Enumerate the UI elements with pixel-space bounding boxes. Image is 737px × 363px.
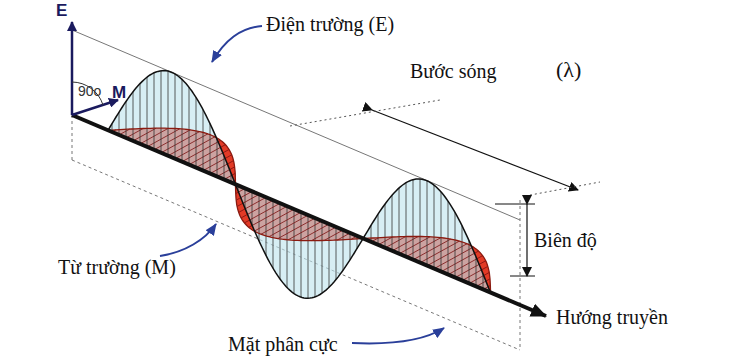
- wavelength-dimension: [372, 110, 578, 190]
- electric-hatch: [203, 110, 204, 171]
- magnetic-hatch: [168, 134, 208, 156]
- magnetic-hatch: [311, 227, 336, 241]
- electric-hatch: [140, 84, 141, 144]
- electric-hatch: [427, 181, 428, 266]
- magnetic-hatch: [324, 230, 343, 240]
- electric-hatch: [462, 226, 463, 281]
- electric-hatch: [133, 92, 134, 141]
- magnetic-hatch: [133, 128, 156, 141]
- electric-hatch: [385, 204, 386, 248]
- electric-hatch: [287, 206, 288, 287]
- electric-hatch: [266, 197, 267, 255]
- plane-label: Mặt phân cực: [228, 333, 338, 355]
- amplitude-tick: [495, 204, 535, 205]
- direction-label: Hướng truyền: [556, 306, 668, 328]
- leader-line: [352, 328, 444, 343]
- axis-label: M: [112, 84, 126, 103]
- magnetic-hatch: [261, 212, 301, 234]
- electric-hatch: [294, 209, 295, 293]
- electric-hatch: [224, 156, 225, 180]
- electric-hatch: [469, 241, 470, 284]
- magnetic-hatch: [434, 247, 473, 269]
- leader-line: [212, 26, 262, 62]
- electric-hatch: [315, 218, 316, 297]
- electric-hatch: [399, 188, 400, 254]
- dimension-label: Biên độ: [534, 229, 597, 251]
- magnetic-hatch: [420, 241, 459, 263]
- amplitude-dimension: [526, 204, 527, 276]
- electric-hatch: [420, 179, 421, 263]
- electric-hatch: [280, 203, 281, 279]
- electric-hatch: [196, 97, 197, 167]
- propagation-axis: [72, 115, 546, 316]
- electric-hatch: [413, 180, 414, 260]
- wavelength-tick: [525, 182, 600, 196]
- magnetic-hatch: [182, 140, 221, 161]
- polarization-plane: [72, 30, 520, 350]
- electric-hatch: [168, 71, 169, 156]
- electric-hatch: [448, 201, 449, 275]
- electric-hatch: [329, 224, 330, 287]
- electric-hatch: [336, 227, 337, 279]
- electric-hatch: [406, 183, 407, 257]
- magnetic-hatch: [385, 237, 406, 248]
- magnetic-hatch: [249, 206, 287, 227]
- magnetic-hatch: [392, 236, 418, 250]
- electric-hatch: [126, 101, 127, 137]
- electric-hatch: [252, 191, 253, 225]
- amplitude-tick: [510, 276, 535, 277]
- magnetic-hatch: [254, 209, 294, 231]
- electric-hatch: [301, 212, 302, 297]
- magnetic-hatch: [239, 197, 266, 212]
- electric-hatch: [175, 74, 176, 159]
- electric-hatch: [350, 233, 351, 260]
- electric-hatch: [210, 124, 211, 174]
- electric-hatch: [161, 71, 162, 153]
- electric-hatch: [189, 87, 190, 164]
- dimension-label: Bước sóng: [410, 60, 496, 82]
- electric-hatch: [182, 79, 183, 161]
- wavelength-tick: [290, 100, 440, 126]
- electric-hatch: [434, 185, 435, 269]
- electric-hatch: [308, 215, 309, 298]
- field-label: Điện trường (E): [266, 13, 394, 35]
- magnetic-hatch: [399, 237, 430, 254]
- magnetic-hatch: [462, 266, 488, 280]
- dimension-label: (λ): [556, 58, 581, 82]
- magnetic-hatch: [269, 215, 308, 236]
- angle-label: 90o: [78, 84, 101, 99]
- axis-label: E: [56, 2, 67, 21]
- electric-hatch: [217, 139, 218, 176]
- electric-hatch: [154, 73, 155, 150]
- magnetic-hatch: [299, 224, 329, 240]
- magnetic-hatch: [161, 132, 200, 153]
- electric-hatch: [378, 214, 379, 245]
- angle-arc: [72, 82, 103, 105]
- electric-hatch: [392, 195, 393, 251]
- electric-hatch: [441, 192, 442, 272]
- m-axis: [72, 100, 118, 115]
- magnetic-hatch: [427, 244, 467, 266]
- electric-hatch: [245, 188, 246, 208]
- electric-hatch: [147, 77, 148, 147]
- electric-hatch: [119, 112, 120, 135]
- electric-hatch: [455, 212, 456, 277]
- magnetic-hatch: [175, 137, 215, 159]
- electric-hatch: [476, 257, 477, 287]
- e-axis: [71, 22, 74, 115]
- field-label: Từ trường (M): [58, 256, 176, 278]
- electric-hatch: [343, 230, 344, 270]
- electric-hatch: [322, 221, 323, 293]
- leader-line: [160, 224, 216, 256]
